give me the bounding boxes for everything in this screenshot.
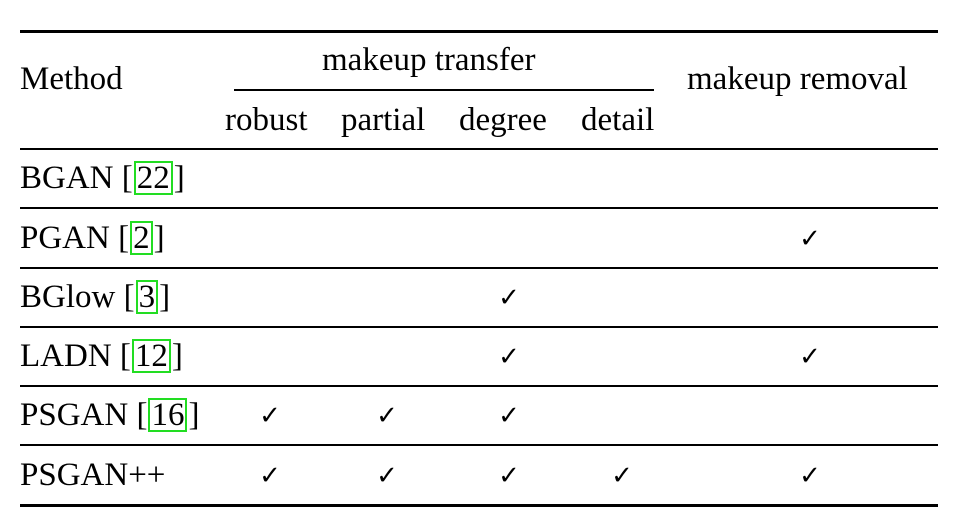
cmidrule-makeup-transfer [234, 89, 654, 91]
method-label: BGlow [20, 279, 116, 315]
header-robust: robust [225, 102, 308, 138]
check-mark-icon: ✓ [498, 283, 520, 313]
top-rule [20, 30, 938, 33]
method-label: PSGAN++ [20, 457, 166, 493]
method-label: PSGAN [20, 397, 129, 433]
bottom-rule [20, 504, 938, 507]
method-name: PSGAN [16] [20, 397, 200, 433]
citation-link[interactable]: 22 [133, 161, 173, 195]
check-mark-icon: ✓ [498, 401, 520, 431]
row-rule [20, 385, 938, 387]
check-mark-icon: ✓ [376, 401, 398, 431]
method-label: LADN [20, 338, 112, 374]
row-rule [20, 267, 938, 269]
header-makeup-removal: makeup removal [687, 61, 908, 97]
citation-link[interactable]: 16 [148, 398, 188, 432]
citation-link[interactable]: 3 [135, 280, 159, 314]
check-mark-icon: ✓ [799, 342, 821, 372]
comparison-table: Method makeup transfer makeup removal ro… [20, 30, 938, 510]
row-rule [20, 326, 938, 328]
method-name: BGlow [3] [20, 279, 171, 315]
method-name: PGAN [2] [20, 220, 165, 256]
method-name: PSGAN++ [20, 455, 165, 495]
row-rule [20, 207, 938, 209]
check-mark-icon: ✓ [259, 461, 281, 491]
method-name: LADN [12] [20, 338, 183, 374]
method-label: PGAN [20, 220, 110, 256]
check-mark-icon: ✓ [799, 224, 821, 254]
check-mark-icon: ✓ [376, 461, 398, 491]
check-mark-icon: ✓ [498, 342, 520, 372]
citation-link[interactable]: 12 [131, 339, 171, 373]
citation-link[interactable]: 2 [130, 221, 153, 255]
header-makeup-transfer: makeup transfer [322, 42, 536, 78]
row-rule [20, 444, 938, 446]
header-detail: detail [581, 102, 655, 138]
method-name: BGAN [22] [20, 160, 185, 196]
header-degree: degree [459, 102, 547, 138]
check-mark-icon: ✓ [259, 401, 281, 431]
header-rule [20, 148, 938, 150]
check-mark-icon: ✓ [498, 461, 520, 491]
header-method: Method [20, 61, 123, 97]
check-mark-icon: ✓ [611, 461, 633, 491]
check-mark-icon: ✓ [799, 461, 821, 491]
header-partial: partial [341, 102, 426, 138]
method-label: BGAN [20, 160, 114, 196]
